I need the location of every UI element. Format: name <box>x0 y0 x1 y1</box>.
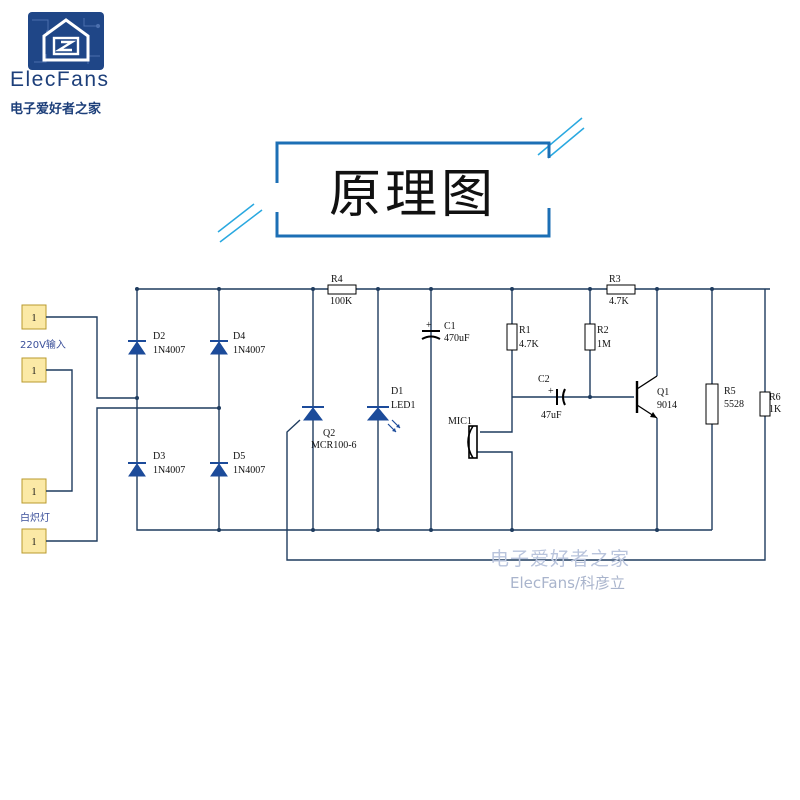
lamp-terminal-1: 1 <box>21 478 47 504</box>
svg-text:1: 1 <box>32 313 37 324</box>
led-d1: D1 LED1 <box>366 386 415 433</box>
svg-text:R1: R1 <box>519 325 531 336</box>
lamp-label: 白炽灯 <box>20 511 50 524</box>
svg-text:D5: D5 <box>233 451 245 462</box>
thyristor-q2: Q2 MCR100-6 <box>302 406 357 451</box>
resistor-r6: R6 1K <box>759 391 782 417</box>
terminal-wiring <box>46 316 219 542</box>
brand-tagline: 电子爱好者之家 <box>10 102 102 117</box>
svg-text:C2: C2 <box>538 374 550 385</box>
title-decoration <box>217 117 585 243</box>
junction-dots <box>135 287 714 532</box>
diode-d3: D3 1N4007 <box>128 451 185 477</box>
bridge-and-rail-wiring <box>136 288 770 561</box>
resistor-r1: R1 4.7K <box>506 323 540 351</box>
svg-text:100K: 100K <box>330 296 353 307</box>
svg-text:LED1: LED1 <box>391 400 415 411</box>
svg-text:1M: 1M <box>597 339 611 350</box>
title-frame <box>210 112 590 252</box>
svg-text:R2: R2 <box>597 325 609 336</box>
svg-text:R6: R6 <box>769 392 781 403</box>
svg-text:4.7K: 4.7K <box>519 339 540 350</box>
elecfans-logo <box>28 12 104 70</box>
input-label: 220V输入 <box>20 338 66 351</box>
svg-text:5528: 5528 <box>724 399 744 410</box>
svg-text:1: 1 <box>32 487 37 498</box>
svg-text:D1: D1 <box>391 386 403 397</box>
diode-d4: D4 1N4007 <box>210 331 265 356</box>
resistor-r2: R2 1M <box>584 323 611 351</box>
transistor-q1: Q1 9014 <box>635 375 677 419</box>
resistor-r3: R3 4.7K <box>606 274 636 307</box>
resistor-r5: R5 5528 <box>705 383 744 425</box>
svg-text:1: 1 <box>32 366 37 377</box>
input-terminal-2: 1 <box>21 357 47 383</box>
capacitor-c2: + C2 47uF <box>538 374 566 421</box>
svg-text:C1: C1 <box>444 321 456 332</box>
svg-text:Q2: Q2 <box>323 428 335 439</box>
svg-text:R4: R4 <box>331 274 343 285</box>
input-terminal-1: 1 <box>21 304 47 330</box>
svg-text:D2: D2 <box>153 331 165 342</box>
svg-text:470uF: 470uF <box>444 333 470 344</box>
svg-text:4.7K: 4.7K <box>609 296 630 307</box>
brand-name: ElecFans <box>10 68 110 91</box>
page-title: 原理图 <box>328 165 497 225</box>
svg-text:R3: R3 <box>609 274 621 285</box>
capacitor-c1: + C1 470uF <box>421 320 470 344</box>
svg-text:1N4007: 1N4007 <box>233 465 265 476</box>
svg-text:+: + <box>426 320 432 331</box>
lamp-terminal-2: 1 <box>21 528 47 554</box>
svg-text:+: + <box>548 386 554 397</box>
diode-d2: D2 1N4007 <box>128 331 185 356</box>
resistor-r4: R4 100K <box>327 274 357 307</box>
svg-text:Q1: Q1 <box>657 387 669 398</box>
svg-text:1N4007: 1N4007 <box>153 465 185 476</box>
svg-text:MCR100-6: MCR100-6 <box>311 440 357 451</box>
logo-icon <box>28 12 104 70</box>
svg-text:47uF: 47uF <box>541 410 562 421</box>
microphone-mic1: MIC1 <box>448 416 478 459</box>
svg-text:9014: 9014 <box>657 400 677 411</box>
watermark-cn: 电子爱好者之家 <box>490 548 631 570</box>
svg-text:1N4007: 1N4007 <box>153 345 185 356</box>
svg-text:MIC1: MIC1 <box>448 416 472 427</box>
svg-text:D4: D4 <box>233 331 245 342</box>
svg-text:1K: 1K <box>769 404 782 415</box>
watermark-en: ElecFans/科彦立 <box>510 574 625 592</box>
diode-d5: D5 1N4007 <box>210 451 265 477</box>
svg-text:D3: D3 <box>153 451 165 462</box>
svg-text:1N4007: 1N4007 <box>233 345 265 356</box>
svg-text:R5: R5 <box>724 386 736 397</box>
svg-text:1: 1 <box>32 537 37 548</box>
